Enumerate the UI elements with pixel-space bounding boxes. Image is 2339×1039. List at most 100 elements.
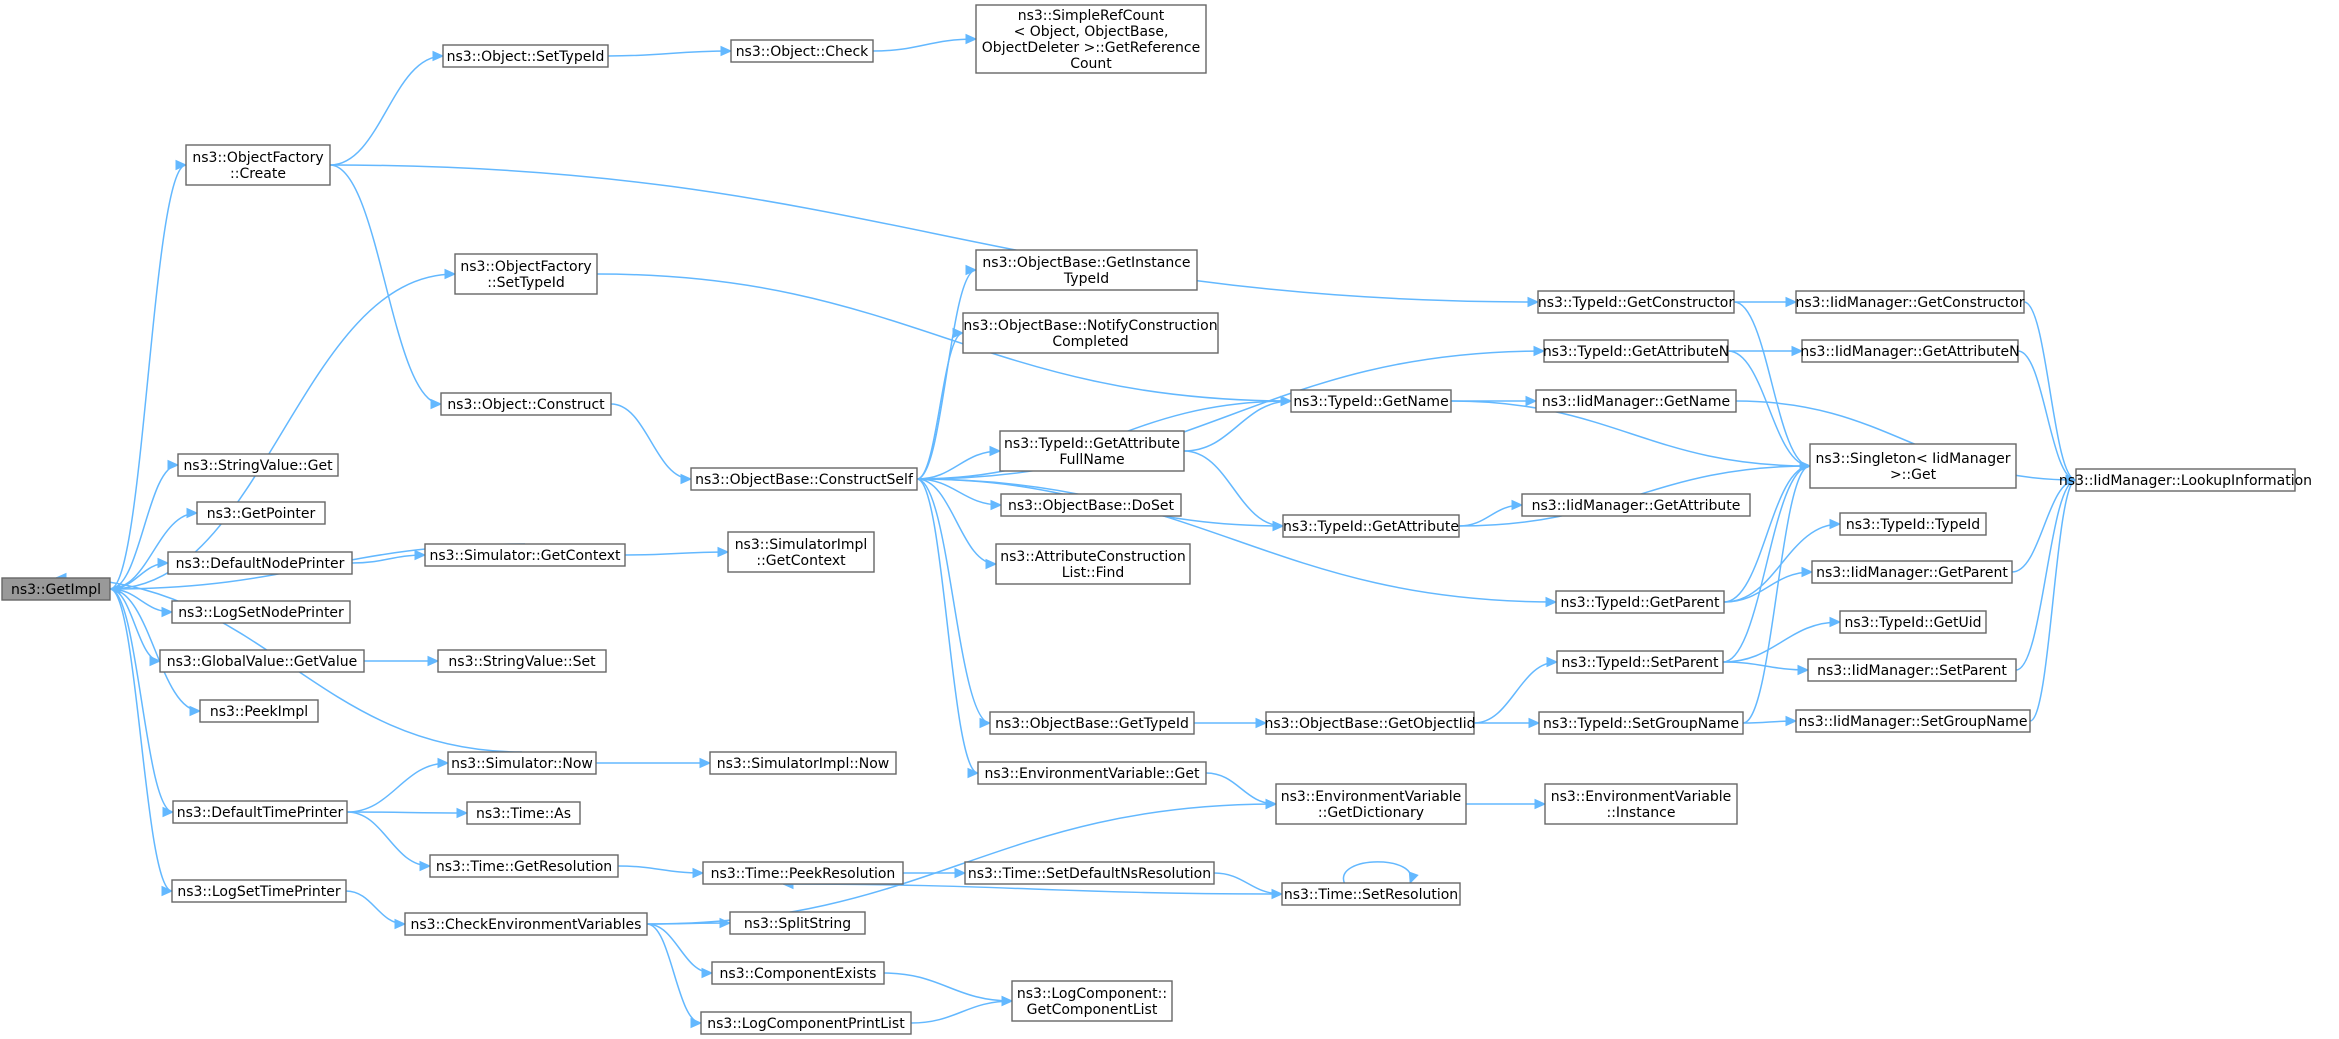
node-simulatorimpl-getcontext[interactable]: ns3::SimulatorImpl::GetContext (727, 531, 875, 573)
node-globalvalue-getvalue[interactable]: ns3::GlobalValue::GetValue (159, 649, 365, 673)
node-time-setresolution[interactable]: ns3::Time::SetResolution (1281, 882, 1461, 906)
node-iidmanager-getconstructor[interactable]: ns3::IidManager::GetConstructor (1795, 290, 2025, 314)
node-simulator-getcontext[interactable]: ns3::Simulator::GetContext (424, 543, 626, 567)
node-typeid-getattribute[interactable]: ns3::TypeId::GetAttribute (1282, 514, 1460, 538)
edge-arrowhead (1533, 345, 1546, 357)
edge-arrowhead (1785, 715, 1798, 727)
node-objectbase-getobjectiid[interactable]: ns3::ObjectBase::GetObjectIid (1264, 711, 1476, 735)
node-box (440, 392, 612, 416)
node-simulator-now[interactable]: ns3::Simulator::Now (447, 751, 597, 775)
node-logcomponentprintlist[interactable]: ns3::LogComponentPrintList (700, 1011, 912, 1035)
node-iidmanager-lookupinformation[interactable]: ns3::IidManager::LookupInformation (2059, 468, 2312, 492)
node-simulatorimpl-now[interactable]: ns3::SimulatorImpl::Now (709, 751, 897, 775)
edge-arrowhead (720, 45, 733, 57)
node-label: ns3::IidManager::LookupInformation (2059, 473, 2312, 489)
node-typeid-getparent[interactable]: ns3::TypeId::GetParent (1555, 590, 1725, 614)
edge-arrowhead (965, 264, 978, 276)
edge-checkenvvars-to-logcomponentprintlist (646, 923, 703, 1029)
node-objectbase-doset[interactable]: ns3::ObjectBase::DoSet (1000, 493, 1182, 517)
node-typeid-getattributen[interactable]: ns3::TypeId::GetAttributeN (1543, 339, 1729, 363)
node-peekimpl[interactable]: ns3::PeekImpl (199, 699, 319, 723)
edge-typeid-getparent-to-typeid-typeid (1723, 518, 1842, 603)
node-label: ns3::PeekImpl (210, 704, 308, 720)
node-time-as[interactable]: ns3::Time::As (466, 801, 581, 825)
edge-objectbase-getobjectiid-to-typeid-setgroupname (1474, 717, 1541, 729)
node-typeid-setgroupname[interactable]: ns3::TypeId::SetGroupName (1538, 711, 1744, 735)
edge-arrowhead (1546, 656, 1559, 668)
node-time-getresolution[interactable]: ns3::Time::GetResolution (429, 854, 619, 878)
node-label: ns3::IidManager::GetParent (1816, 565, 2008, 581)
edge-arrowhead (1799, 460, 1812, 472)
node-getpointer[interactable]: ns3::GetPointer (196, 501, 326, 525)
node-logsetnodeprinter[interactable]: ns3::LogSetNodePrinter (171, 600, 351, 624)
node-iidmanager-getattribute[interactable]: ns3::IidManager::GetAttribute (1521, 493, 1751, 517)
node-envvar-get[interactable]: ns3::EnvironmentVariable::Get (977, 761, 1207, 785)
edge-typeid-setparent-to-typeid-getuid (1722, 616, 1842, 663)
node-iidmanager-setparent[interactable]: ns3::IidManager::SetParent (1807, 658, 2017, 682)
node-label: ns3::GetImpl (11, 582, 101, 598)
edge-line (607, 50, 732, 57)
edge-getimpl-to-globalvalue-getvalue (109, 588, 162, 667)
edge-typeid-setgroupname-to-iidmanager-setgroupname (1742, 715, 1798, 727)
node-typeid-getname[interactable]: ns3::TypeId::GetName (1290, 389, 1452, 413)
edge-line (916, 478, 979, 774)
node-objectbase-constructself[interactable]: ns3::ObjectBase::ConstructSelf (690, 467, 918, 491)
node-simplerefcount[interactable]: ns3::SimpleRefCount< Object, ObjectBase,… (975, 4, 1207, 74)
node-defaultnodeprinter[interactable]: ns3::DefaultNodePrinter (167, 551, 353, 575)
node-objfactory-create[interactable]: ns3::ObjectFactory::Create (185, 144, 331, 186)
node-objectbase-gettypeid[interactable]: ns3::ObjectBase::GetTypeId (989, 711, 1195, 735)
node-stringvalue-set[interactable]: ns3::StringValue::Set (437, 649, 607, 673)
node-iidmanager-getparent[interactable]: ns3::IidManager::GetParent (1811, 560, 2013, 584)
node-box (1543, 339, 1729, 363)
node-objfactory-settypeid[interactable]: ns3::ObjectFactory::SetTypeId (454, 253, 598, 295)
edge-line (346, 811, 431, 867)
node-object-settypeid[interactable]: ns3::Object::SetTypeId (442, 44, 609, 68)
node-typeid-getuid[interactable]: ns3::TypeId::GetUid (1839, 610, 1987, 634)
node-label: GetComponentList (1027, 1002, 1158, 1018)
node-object-check[interactable]: ns3::Object::Check (730, 39, 874, 63)
node-time-peekresolution[interactable]: ns3::Time::PeekResolution (702, 861, 904, 885)
node-componentexists[interactable]: ns3::ComponentExists (711, 961, 885, 985)
edge-arrowhead (456, 807, 469, 819)
node-box (404, 912, 648, 936)
edge-object-settypeid-to-object-check (607, 45, 733, 57)
edge-line (1183, 400, 1292, 452)
edge-simulator-getcontext-to-simulatorimpl-getcontext (624, 546, 730, 558)
node-label: < Object, ObjectBase, (1014, 24, 1169, 40)
node-stringvalue-get[interactable]: ns3::StringValue::Get (177, 453, 339, 477)
node-logsettimeprinter[interactable]: ns3::LogSetTimePrinter (171, 879, 347, 903)
node-getimpl[interactable]: ns3::GetImpl (1, 577, 111, 601)
node-label: ns3::Simulator::Now (451, 756, 593, 772)
node-box (999, 430, 1185, 472)
edge-line (617, 865, 704, 874)
node-logcomponent-getcomponentlist[interactable]: ns3::LogComponent::GetComponentList (1011, 980, 1173, 1022)
node-envvar-instance[interactable]: ns3::EnvironmentVariable::Instance (1544, 783, 1738, 825)
node-typeid-setparent[interactable]: ns3::TypeId::SetParent (1556, 650, 1724, 674)
node-iidmanager-getattributen[interactable]: ns3::IidManager::GetAttributeN (1800, 339, 2020, 363)
node-splitstring[interactable]: ns3::SplitString (729, 911, 866, 935)
node-label: ns3::GetPointer (207, 506, 316, 522)
node-label: ns3::LogSetTimePrinter (177, 884, 341, 900)
node-label: ns3::TypeId::GetAttribute (1004, 436, 1180, 452)
node-singleton-get[interactable]: ns3::Singleton< IidManager>::Get (1809, 443, 2017, 489)
node-typeid-getconstructor[interactable]: ns3::TypeId::GetConstructor (1537, 290, 1735, 314)
edge-arrowhead (444, 268, 457, 280)
edge-arrowhead (1801, 566, 1814, 578)
node-label: ns3::ObjectBase::GetObjectIid (1264, 716, 1475, 732)
node-iidmanager-getname[interactable]: ns3::IidManager::GetName (1535, 389, 1737, 413)
edge-arrowhead (952, 327, 965, 339)
node-checkenvvars[interactable]: ns3::CheckEnvironmentVariables (404, 912, 648, 936)
node-envvar-getdictionary[interactable]: ns3::EnvironmentVariable::GetDictionary (1275, 783, 1467, 825)
node-objectbase-notifyconstruction[interactable]: ns3::ObjectBase::NotifyConstructionCompl… (962, 312, 1219, 354)
node-typeid-typeid[interactable]: ns3::TypeId::TypeId (1839, 512, 1987, 536)
node-label: ::SetTypeId (487, 275, 565, 291)
node-label: List::Find (1062, 565, 1125, 581)
node-object-construct[interactable]: ns3::Object::Construct (440, 392, 612, 416)
node-box (1795, 290, 2025, 314)
node-iidmanager-setgroupname[interactable]: ns3::IidManager::SetGroupName (1795, 709, 2031, 733)
node-defaulttimeprinter[interactable]: ns3::DefaultTimePrinter (172, 800, 348, 824)
node-time-setdefaultnsresolution[interactable]: ns3::Time::SetDefaultNsResolution (964, 861, 1215, 885)
